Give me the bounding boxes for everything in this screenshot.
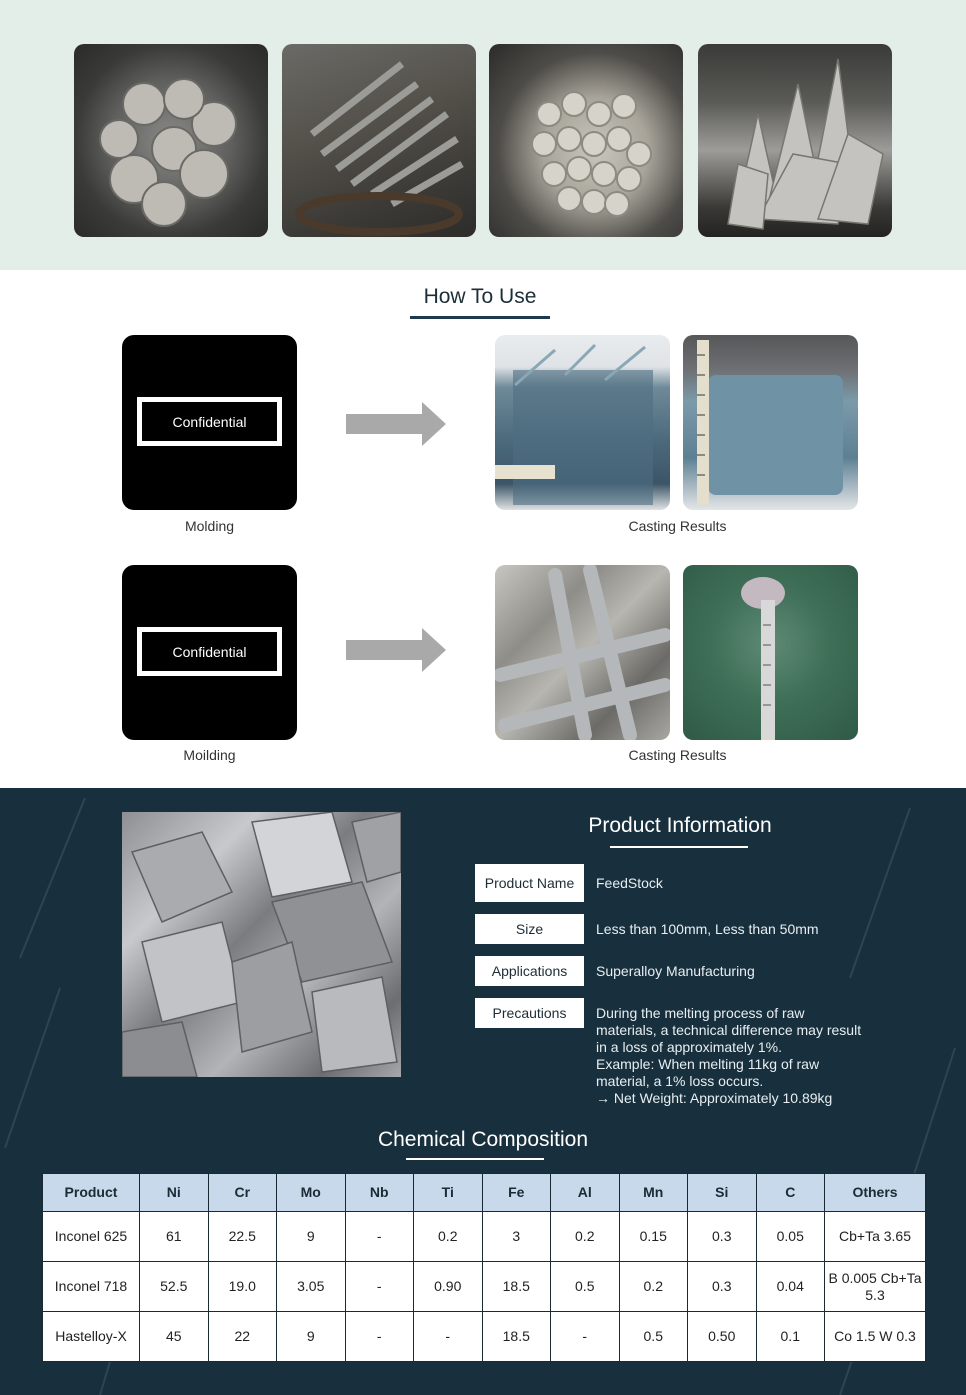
table-cell: 3 xyxy=(481,1211,551,1262)
header-cell: Mo xyxy=(276,1173,346,1212)
gallery-image-coin-scrap xyxy=(74,44,268,237)
size-value: Less than 100mm, Less than 50mm xyxy=(596,921,819,937)
table-cell: - xyxy=(550,1311,620,1362)
table-cell: Inconel 718 xyxy=(42,1261,140,1312)
header-cell: Product xyxy=(42,1173,140,1212)
header-cell: Fe xyxy=(481,1173,551,1212)
table-cell: 9 xyxy=(276,1211,346,1262)
table-row: Hastelloy-X 45 22 9 - - 18.5 - 0.5 0.50 … xyxy=(42,1311,926,1362)
table-cell: 22 xyxy=(207,1311,277,1362)
table-cell: - xyxy=(344,1261,414,1312)
table-cell: Inconel 625 xyxy=(42,1211,140,1262)
table-cell: 18.5 xyxy=(481,1311,551,1362)
product-information-underline xyxy=(610,846,748,848)
header-cell: C xyxy=(755,1173,825,1212)
confidential-label: Confidential xyxy=(172,413,247,430)
molding-confidential-box: Confidential xyxy=(122,335,297,510)
table-cell: Cb+Ta 3.65 xyxy=(824,1211,926,1262)
confidential-label: Confidential xyxy=(172,643,247,660)
table-cell: Co 1.5 W 0.3 xyxy=(824,1311,926,1362)
table-row: Inconel 625 61 22.5 9 - 0.2 3 0.2 0.15 0… xyxy=(42,1211,926,1262)
how-to-use-title: How To Use xyxy=(423,285,537,308)
header-cell: Si xyxy=(687,1173,757,1212)
header-cell: Others xyxy=(824,1173,926,1212)
table-cell: 0.3 xyxy=(687,1211,757,1262)
chemical-composition-title: Chemical Composition xyxy=(377,1128,589,1151)
table-cell: 18.5 xyxy=(481,1261,551,1312)
header-cell: Nb xyxy=(344,1173,414,1212)
product-name-value: FeedStock xyxy=(596,875,663,891)
table-header-row: Product Ni Cr Mo Nb Ti Fe Al Mn Si C Oth… xyxy=(42,1173,926,1212)
molding-caption: Molding xyxy=(184,518,235,534)
chemical-composition-underline xyxy=(406,1158,544,1160)
table-cell: 0.1 xyxy=(755,1311,825,1362)
header-cell: Al xyxy=(550,1173,620,1212)
confidential-frame: Confidential xyxy=(137,397,282,446)
casting-result-image-4 xyxy=(683,565,858,740)
table-cell: 0.5 xyxy=(550,1261,620,1312)
moilding-caption: Moilding xyxy=(183,747,236,763)
table-row: Inconel 718 52.5 19.0 3.05 - 0.90 18.5 0… xyxy=(42,1261,926,1312)
table-cell: 0.3 xyxy=(687,1261,757,1312)
applications-label: Applications xyxy=(475,956,584,986)
precautions-label: Precautions xyxy=(475,998,584,1028)
gallery-image-sheet-scrap xyxy=(698,44,892,237)
table-cell: 0.2 xyxy=(618,1261,688,1312)
chemical-composition-table: Product Ni Cr Mo Nb Ti Fe Al Mn Si C Oth… xyxy=(42,1173,926,1362)
table-cell: 0.50 xyxy=(687,1311,757,1362)
table-cell: 3.05 xyxy=(276,1261,346,1312)
table-cell: 19.0 xyxy=(207,1261,277,1312)
applications-value: Superalloy Manufacturing xyxy=(596,963,755,979)
table-cell: 0.5 xyxy=(618,1311,688,1362)
gallery-image-disc-scrap xyxy=(489,44,683,237)
casting-result-image-1 xyxy=(495,335,670,510)
table-cell: 0.15 xyxy=(618,1211,688,1262)
size-label: Size xyxy=(475,914,584,944)
precautions-line: During the melting process of raw xyxy=(596,1005,805,1021)
table-cell: - xyxy=(413,1311,483,1362)
casting-results-caption: Casting Results xyxy=(628,747,727,763)
precautions-line: in a loss of approximately 1%. xyxy=(596,1039,782,1055)
table-cell: 0.90 xyxy=(413,1261,483,1312)
table-cell: 9 xyxy=(276,1311,346,1362)
product-image-feedstock xyxy=(122,812,401,1077)
top-gallery xyxy=(0,0,966,270)
precautions-line: Example: When melting 11kg of raw xyxy=(596,1056,820,1072)
right-arrow-icon xyxy=(346,402,446,446)
header-cell: Ni xyxy=(139,1173,209,1212)
header-cell: Mn xyxy=(618,1173,688,1212)
table-cell: 52.5 xyxy=(139,1261,209,1312)
moilding-confidential-box: Confidential xyxy=(122,565,297,740)
casting-result-image-3 xyxy=(495,565,670,740)
how-to-use-underline xyxy=(410,316,550,319)
table-cell: - xyxy=(344,1311,414,1362)
table-cell: 0.04 xyxy=(755,1261,825,1312)
table-cell: 0.2 xyxy=(550,1211,620,1262)
header-cell: Ti xyxy=(413,1173,483,1212)
product-name-label: Product Name xyxy=(475,864,584,902)
table-cell: 61 xyxy=(139,1211,209,1262)
casting-result-image-2 xyxy=(683,335,858,510)
table-cell: - xyxy=(344,1211,414,1262)
right-arrow-icon xyxy=(346,628,446,672)
precautions-line: → Net Weight: Approximately 10.89kg xyxy=(596,1090,833,1106)
precautions-line: materials, a technical difference may re… xyxy=(596,1022,862,1038)
table-cell: Hastelloy-X xyxy=(42,1311,140,1362)
table-cell: 22.5 xyxy=(207,1211,277,1262)
table-cell: 0.2 xyxy=(413,1211,483,1262)
table-cell: 0.05 xyxy=(755,1211,825,1262)
product-information-title: Product Information xyxy=(588,814,772,837)
table-cell: B 0.005 Cb+Ta 5.3 xyxy=(824,1261,926,1312)
gallery-image-bar-scrap xyxy=(282,44,476,237)
confidential-frame: Confidential xyxy=(137,627,282,676)
table-cell: 45 xyxy=(139,1311,209,1362)
precautions-line: material, a 1% loss occurs. xyxy=(596,1073,764,1089)
header-cell: Cr xyxy=(207,1173,277,1212)
casting-results-caption: Casting Results xyxy=(628,518,727,534)
precautions-value: During the melting process of raw materi… xyxy=(596,1005,896,1107)
